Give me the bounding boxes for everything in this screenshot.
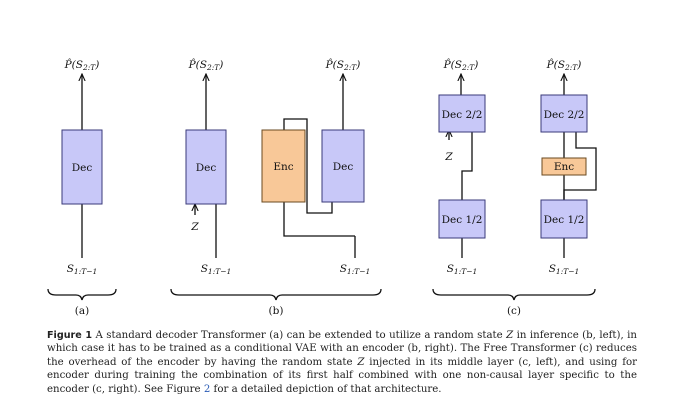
output-label: P̂(S2:T) <box>325 58 361 72</box>
dec-upper-block-c-right <box>540 94 588 133</box>
dec-label: Dec <box>333 161 354 173</box>
input-label: S1:T−1 <box>549 263 580 276</box>
caption-z: Z <box>506 330 514 341</box>
dec-label: Dec <box>196 162 217 174</box>
input-label: S1:T−1 <box>447 263 478 276</box>
caption-label: Figure 1 <box>47 330 92 341</box>
figure-caption: Figure 1 A standard decoder Transformer … <box>47 329 637 396</box>
enc-block-b-right <box>261 129 306 203</box>
panel-label-b: (b) <box>269 305 284 317</box>
dec-label: Dec <box>72 162 93 174</box>
enc-block-c-right <box>541 157 587 176</box>
dec-upper-label: Dec 2/2 <box>544 109 585 121</box>
dec-upper-label: Dec 2/2 <box>442 109 483 121</box>
dec-block-a <box>61 129 103 205</box>
dec-lower-label: Dec 1/2 <box>544 214 585 226</box>
dec-lower-block-c-left <box>438 199 486 239</box>
figure-ref-link[interactable]: 2 <box>203 383 211 395</box>
dec-upper-block-c-left <box>438 94 486 133</box>
input-label: S1:T−1 <box>67 263 98 276</box>
panel-label-c: (c) <box>507 305 521 317</box>
enc-label: Enc <box>554 161 574 173</box>
panel-label-a: (a) <box>75 305 89 317</box>
caption-text: A standard decoder Transformer (a) can b… <box>95 330 507 341</box>
output-label: P̂(S2:T) <box>188 58 224 72</box>
output-label: P̂(S2:T) <box>64 58 100 72</box>
caption-text: in inference (b, left), in which case it… <box>47 330 637 368</box>
dec-block-b-right <box>321 129 365 203</box>
latent-z-label: Z <box>190 221 199 233</box>
caption-z: Z <box>357 356 365 368</box>
dec-lower-label: Dec 1/2 <box>442 214 483 226</box>
output-label: P̂(S2:T) <box>443 58 479 72</box>
caption-text: injected in its middle layer (c, left), … <box>47 356 637 395</box>
enc-label: Enc <box>273 161 293 173</box>
dec-lower-block-c-right <box>540 199 588 239</box>
input-label: S1:T−1 <box>201 263 232 276</box>
output-label: P̂(S2:T) <box>546 58 582 72</box>
latent-z-label: Z <box>444 151 453 163</box>
figure-diagram: Dec Dec Enc Dec Dec 2/2 Dec 1/2 Dec 2/2 … <box>47 58 597 317</box>
caption-text: for a detailed depiction of that archite… <box>210 383 442 395</box>
input-label: S1:T−1 <box>340 263 371 276</box>
dec-block-b-left <box>185 129 227 205</box>
